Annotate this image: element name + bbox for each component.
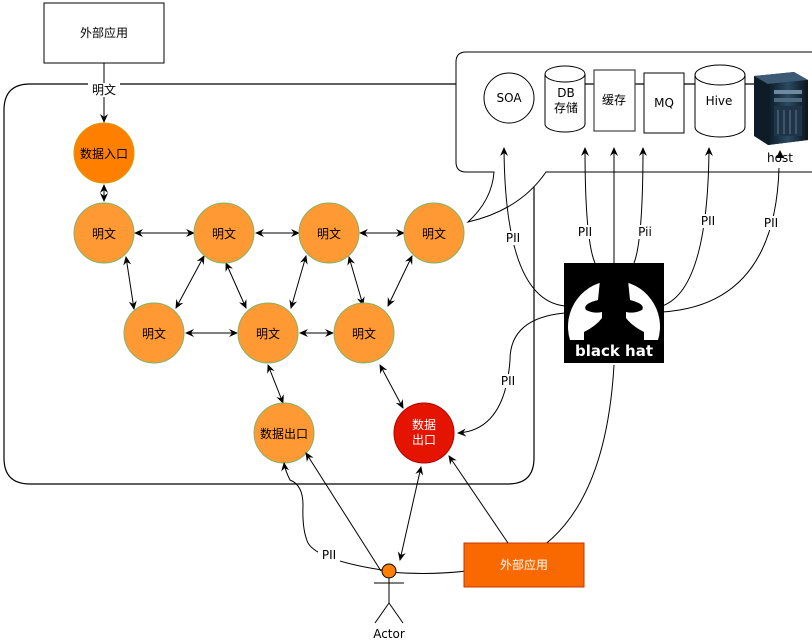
edge-label-plaintext: 明文 (92, 82, 116, 97)
actor-head-icon (381, 563, 397, 579)
svg-text:PII: PII (506, 231, 520, 245)
hacker-silhouette-icon (584, 277, 644, 340)
edge-blackhat-mq (633, 147, 647, 264)
svg-text:外部应用: 外部应用 (500, 557, 548, 572)
plaintext-node: 明文 (403, 202, 465, 264)
soa-service: SOA (483, 72, 535, 124)
edge-p3-p7 (347, 256, 365, 306)
message-queue: MQ (643, 72, 685, 134)
svg-text:明文: 明文 (256, 326, 280, 341)
plaintext-node: 明文 (333, 302, 395, 364)
svg-text:明文: 明文 (317, 226, 341, 241)
black-hat-attacker: black hat (564, 263, 664, 363)
node-edges (100, 184, 413, 409)
svg-text:PII: PII (701, 214, 715, 228)
cache-store: 缓存 (593, 69, 636, 132)
edge-blackhat-exit (457, 312, 566, 437)
edge-p2-p6 (225, 262, 247, 309)
svg-text:数据: 数据 (412, 417, 436, 432)
db-storage: DB 存储 (544, 65, 586, 133)
edge-p3-p6 (289, 255, 308, 309)
svg-text:SOA: SOA (496, 91, 522, 105)
host-arrow-icon (776, 150, 784, 158)
svg-text:明文: 明文 (212, 226, 236, 241)
plaintext-node: 明文 (73, 202, 135, 264)
svg-text:MQ: MQ (654, 96, 674, 110)
bottom-external-app-box: 外部应用 (463, 542, 585, 588)
edge-p6-exit (267, 364, 284, 404)
svg-text:数据出口: 数据出口 (260, 426, 308, 441)
top-external-app-label: 外部应用 (80, 25, 128, 40)
edge-p2-p5 (175, 255, 205, 309)
actor-figure: Actor (373, 563, 405, 641)
edge-extapp-leaked-exit (448, 455, 509, 544)
svg-text:PII: PII (764, 216, 778, 230)
svg-text:DB: DB (557, 86, 574, 100)
svg-text:PII: PII (501, 374, 515, 388)
data-entry-node: 数据入口 (73, 122, 135, 184)
edge-blackhat-hive (661, 147, 713, 307)
edge-blackhat-soa (500, 147, 566, 307)
svg-text:缓存: 缓存 (602, 93, 626, 107)
edge-blackhat-host (661, 167, 780, 313)
edge-p1-p5 (123, 256, 137, 310)
svg-text:PII: PII (578, 225, 592, 239)
data-exit-node: 数据出口 (253, 402, 315, 464)
svg-text:存储: 存储 (554, 100, 578, 115)
svg-text:明文: 明文 (422, 226, 446, 241)
pii-labels: PII PII Pii PII PII PII (498, 214, 781, 388)
svg-text:明文: 明文 (142, 326, 166, 341)
svg-text:数据入口: 数据入口 (80, 146, 128, 161)
svg-text:出口: 出口 (412, 433, 436, 447)
leaked-data-exit-node: 数据 出口 (393, 402, 455, 464)
host-server: host (754, 72, 808, 165)
plaintext-node: 明文 (193, 202, 255, 264)
hive-store: Hive (694, 64, 746, 138)
svg-text:明文: 明文 (352, 326, 376, 341)
plaintext-node: 明文 (298, 202, 360, 264)
svg-text:Pii: Pii (638, 225, 652, 239)
edge-actor-exit-curve (281, 462, 309, 544)
svg-text:black hat: black hat (575, 342, 653, 360)
svg-text:明文: 明文 (92, 226, 116, 241)
server-icon (754, 72, 808, 145)
plaintext-node: 明文 (237, 302, 299, 364)
actor-label: Actor (373, 627, 405, 641)
svg-text:Hive: Hive (706, 94, 733, 108)
top-external-app-box: 外部应用 (43, 2, 165, 64)
edge-actor-exit-line (305, 452, 382, 572)
pii-label-actor: PII (322, 548, 336, 562)
plaintext-node: 明文 (123, 302, 185, 364)
edge-actor-leaked-exit (397, 466, 424, 561)
edge-blackhat-actor (387, 364, 615, 574)
edge-blackhat-db (581, 147, 596, 264)
edge-p4-p7 (387, 255, 413, 307)
edge-p7-exit-leaked (379, 364, 404, 409)
